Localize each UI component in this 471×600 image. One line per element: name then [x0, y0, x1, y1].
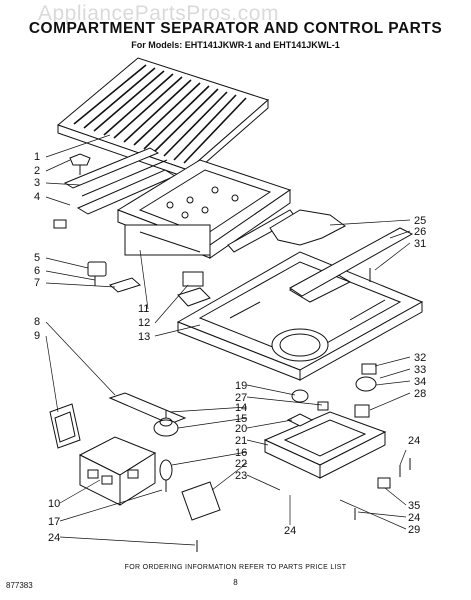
callout-10: 10 — [48, 498, 60, 510]
callout-22: 22 — [235, 458, 247, 470]
callout-25: 25 — [414, 215, 426, 227]
control-tray — [263, 268, 411, 520]
callout-2: 2 — [34, 165, 40, 177]
control-housing — [49, 392, 187, 506]
small-parts-left — [53, 153, 211, 307]
callout-7: 7 — [34, 277, 40, 289]
callout-35: 35 — [408, 500, 420, 512]
callout-32: 32 — [414, 352, 426, 364]
callout-19: 19 — [235, 380, 247, 392]
callout-14: 14 — [235, 402, 247, 414]
callout-24-left: 24 — [48, 532, 60, 544]
callout-20: 20 — [235, 423, 247, 435]
callout-1: 1 — [34, 151, 40, 163]
callout-27: 27 — [235, 392, 247, 404]
callout-21: 21 — [235, 435, 247, 447]
air-baffle — [269, 209, 346, 246]
callout-17: 17 — [48, 516, 60, 528]
callout-11: 11 — [138, 303, 149, 315]
grille-rail — [63, 147, 177, 215]
callout-24-right-upper: 24 — [408, 435, 420, 447]
callout-26: 26 — [414, 226, 426, 238]
callout-28: 28 — [414, 388, 426, 400]
callout-33: 33 — [414, 364, 426, 376]
callout-numbers: 1 2 3 4 5 6 7 8 9 11 12 13 25 26 31 32 3… — [34, 151, 426, 544]
separator-grille — [57, 57, 269, 180]
callout-3: 3 — [34, 177, 40, 189]
page-number: 8 — [233, 578, 238, 587]
catalog-number: 877383 — [6, 581, 33, 590]
thermostat-parts — [153, 410, 221, 552]
callout-8: 8 — [34, 316, 40, 328]
callout-5: 5 — [34, 252, 40, 264]
base-plate — [176, 251, 424, 381]
model-subtitle: For Models: EHT141JKWR-1 and EHT141JKWL-… — [131, 40, 340, 50]
callout-15: 15 — [235, 413, 247, 425]
callout-34: 34 — [414, 376, 426, 388]
callout-31: 31 — [414, 238, 426, 250]
callout-24-center: 24 — [284, 525, 296, 537]
watermark: AppliancePartsPros.com — [38, 2, 279, 25]
divider-tray — [116, 159, 297, 259]
callout-24-right-lower: 24 — [408, 512, 420, 524]
leader-lines — [45, 134, 411, 546]
ordering-note: FOR ORDERING INFORMATION REFER TO PARTS … — [124, 564, 347, 571]
callout-16: 16 — [235, 447, 247, 459]
callout-13: 13 — [138, 331, 150, 343]
diagram-title: COMPARTMENT SEPARATOR AND CONTROL PARTS — [28, 20, 443, 37]
callout-23: 23 — [235, 470, 247, 482]
callout-9: 9 — [34, 330, 40, 342]
callout-4: 4 — [34, 191, 40, 203]
callout-29: 29 — [408, 524, 420, 536]
callout-12: 12 — [138, 317, 150, 329]
callout-6: 6 — [34, 265, 40, 277]
gasket-strip — [289, 227, 414, 297]
